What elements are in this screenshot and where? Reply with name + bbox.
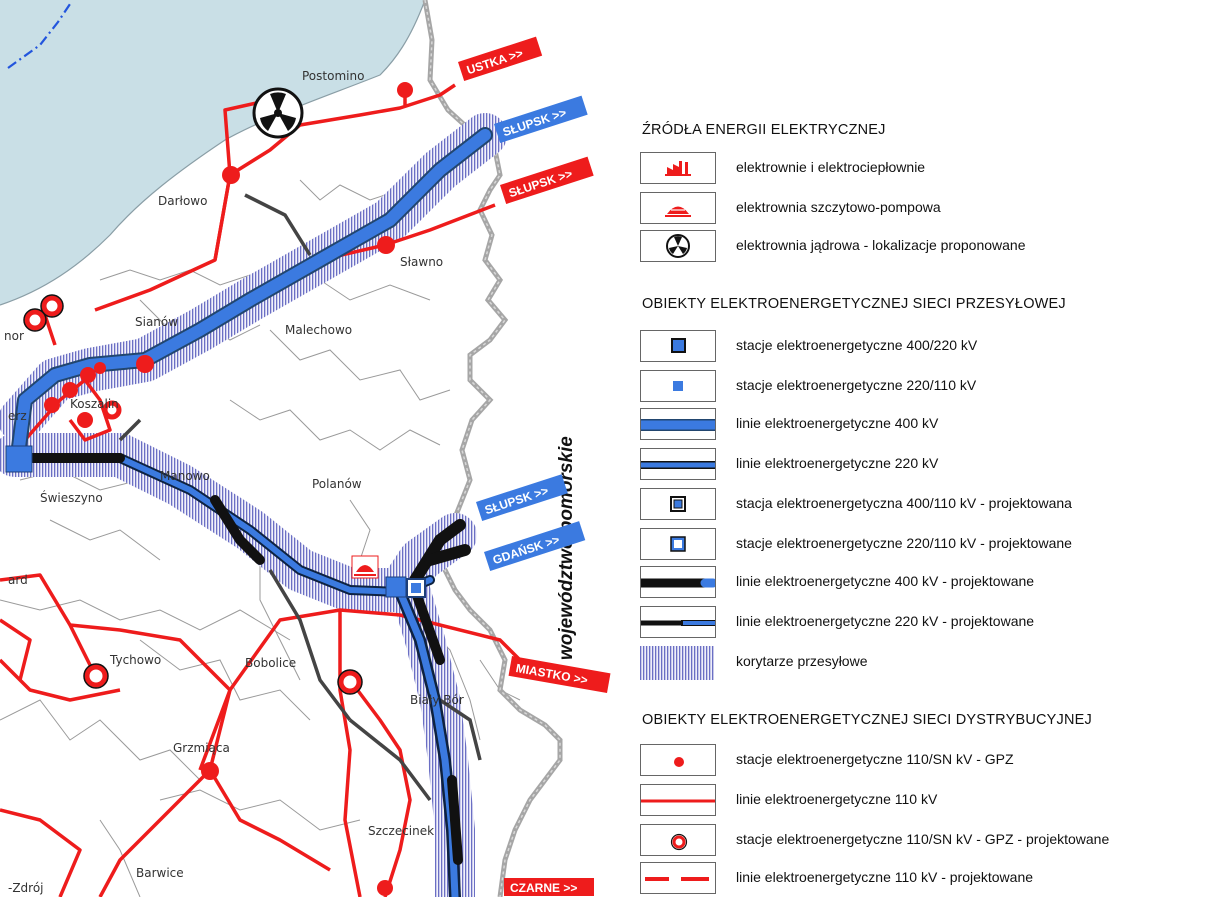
legend-item: stacje elektroenergetyczne 220/110 kV — [640, 370, 1210, 402]
town-label: erz — [8, 409, 27, 423]
dark-lines — [118, 193, 482, 802]
town-label: Manowo — [160, 469, 210, 483]
legend-label: stacje elektroenergetyczne 220/110 kV — [736, 377, 977, 393]
town-label: Świeszyno — [40, 490, 103, 505]
town-label: Barwice — [136, 866, 184, 880]
line-220-projected-icon — [640, 606, 716, 638]
legend-label: linie elektroenergetyczne 400 kV - proje… — [736, 573, 1035, 589]
connection-miastko[interactable]: MIASTKO >> — [508, 656, 611, 694]
legend-item: stacje elektroenergetyczne 220/110 kV - … — [640, 528, 1210, 560]
town-label: Sianów — [135, 315, 178, 329]
legend-section-title: OBIEKTY ELEKTROENERGETYCZNEJ SIECI PRZES… — [642, 296, 1066, 312]
connection-czarne[interactable]: CZARNE >> — [504, 878, 594, 896]
legend-item: linie elektroenergetyczne 110 kV — [640, 784, 1210, 816]
legend-label: linie elektroenergetyczne 220 kV — [736, 455, 939, 471]
station-220-110-projected-icon — [640, 528, 716, 560]
station-400-110-projected-icon — [640, 488, 716, 520]
legend-item: stacje elektroenergetyczne 110/SN kV - G… — [640, 824, 1210, 856]
corridor-icon — [640, 646, 714, 680]
gpz-station-icon — [640, 744, 716, 776]
legend-label: linie elektroenergetyczne 110 kV — [736, 791, 938, 807]
legend-label: linie elektroenergetyczne 110 kV - proje… — [736, 869, 1034, 885]
line-110-icon — [640, 784, 716, 816]
power-plant-icon — [640, 152, 716, 184]
legend-panel: ŹRÓDŁA ENERGII ELEKTRYCZNEJ elektrownie … — [636, 110, 1214, 897]
legend-label: linie elektroenergetyczne 220 kV - proje… — [736, 613, 1035, 629]
line-400-icon — [640, 408, 716, 440]
town-label: Darłowo — [158, 194, 207, 208]
town-label: Biały Bór — [410, 693, 464, 707]
line-400kv-north — [10, 127, 493, 463]
town-label: Postomino — [302, 69, 364, 83]
connection-slupsk-110[interactable]: SŁUPSK >> — [500, 156, 594, 205]
legend-item: stacja elektroenergetyczna 400/110 kV - … — [640, 488, 1210, 520]
legend-label: elektrownie i elektrociepłownie — [736, 159, 926, 175]
connection-ustka[interactable]: USTKA >> — [458, 36, 543, 82]
town-label: Grzmiąca — [173, 741, 230, 755]
town-label: -Zdrój — [8, 881, 44, 895]
nuclear-icon — [640, 230, 716, 262]
town-label: Szczecinek — [368, 824, 434, 838]
legend-item: elektrownie i elektrociepłownie — [640, 152, 1210, 184]
nuclear-site[interactable] — [252, 87, 304, 139]
legend-label: elektrownia jądrowa - lokalizacje propon… — [736, 237, 1026, 253]
legend-label: stacje elektroenergetyczne 400/220 kV — [736, 337, 978, 353]
connection-slupsk-220[interactable]: SŁUPSK >> — [476, 474, 568, 522]
map-panel[interactable]: Postomino Darłowo Sławno Sianów Malechow… — [0, 0, 620, 897]
line-110-projected-icon — [640, 862, 716, 894]
pumped-storage-plant[interactable] — [351, 555, 379, 579]
town-label: ard — [8, 573, 28, 587]
line-400-projected-icon — [640, 566, 716, 598]
legend-label: elektrownia szczytowo-pompowa — [736, 199, 941, 215]
legend-item: linie elektroenergetyczne 400 kV — [640, 408, 1210, 440]
sea-boundary — [7, 3, 71, 69]
legend-item: linie elektroenergetyczne 220 kV - proje… — [640, 606, 1210, 638]
town-label: Polanów — [312, 477, 362, 491]
sea-area — [0, 0, 425, 305]
station-220-110[interactable] — [385, 576, 407, 598]
legend-item: elektrownia szczytowo-pompowa — [640, 192, 1210, 224]
legend-item: linie elektroenergetyczne 220 kV — [640, 448, 1210, 480]
town-labels: Postomino Darłowo Sławno Sianów Malechow… — [4, 69, 464, 895]
legend-item: stacje elektroenergetyczne 400/220 kV — [640, 330, 1210, 362]
legend-section-title: OBIEKTY ELEKTROENERGETYCZNEJ SIECI DYSTR… — [642, 712, 1092, 728]
legend-item: elektrownia jądrowa - lokalizacje propon… — [640, 230, 1210, 262]
pumped-storage-icon — [640, 192, 716, 224]
gpz-stations[interactable] — [44, 82, 413, 896]
legend-item: linie elektroenergetyczne 110 kV - proje… — [640, 862, 1210, 894]
legend-label: stacje elektroenergetyczne 110/SN kV - G… — [736, 831, 1110, 847]
coastline — [0, 0, 426, 306]
station-400-220[interactable] — [5, 445, 33, 473]
gpz-station-projected-icon — [640, 824, 716, 856]
legend-item: linie elektroenergetyczne 400 kV - proje… — [640, 566, 1210, 598]
town-label: Koszalin — [70, 397, 119, 411]
map-canvas[interactable]: Postomino Darłowo Sławno Sianów Malechow… — [0, 0, 620, 897]
legend-item: stacje elektroenergetyczne 110/SN kV - G… — [640, 744, 1210, 776]
town-label: Tychowo — [109, 653, 161, 667]
gpz-projected[interactable] — [24, 295, 362, 694]
line-220-icon — [640, 448, 716, 480]
svg-text:CZARNE >>: CZARNE >> — [510, 881, 577, 895]
town-label: Sławno — [400, 255, 443, 269]
legend-label: stacja elektroenergetyczna 400/110 kV - … — [736, 495, 1072, 511]
town-label: Bobolice — [245, 656, 296, 670]
town-label: nor — [4, 329, 24, 343]
legend-section-title: ŹRÓDŁA ENERGII ELEKTRYCZNEJ — [642, 122, 886, 138]
station-220-110-icon — [640, 370, 716, 402]
legend-label: stacje elektroenergetyczne 110/SN kV - G… — [736, 751, 1014, 767]
connection-slupsk-400[interactable]: SŁUPSK >> — [494, 95, 588, 144]
town-label: Malechowo — [285, 323, 352, 337]
legend-label: stacje elektroenergetyczne 220/110 kV - … — [736, 535, 1072, 551]
legend-label: korytarze przesyłowe — [736, 653, 868, 669]
commune-boundaries — [0, 179, 521, 897]
station-400-220-icon — [640, 330, 716, 362]
legend-item: korytarze przesyłowe — [640, 646, 1210, 680]
legend-label: linie elektroenergetyczne 400 kV — [736, 415, 939, 431]
